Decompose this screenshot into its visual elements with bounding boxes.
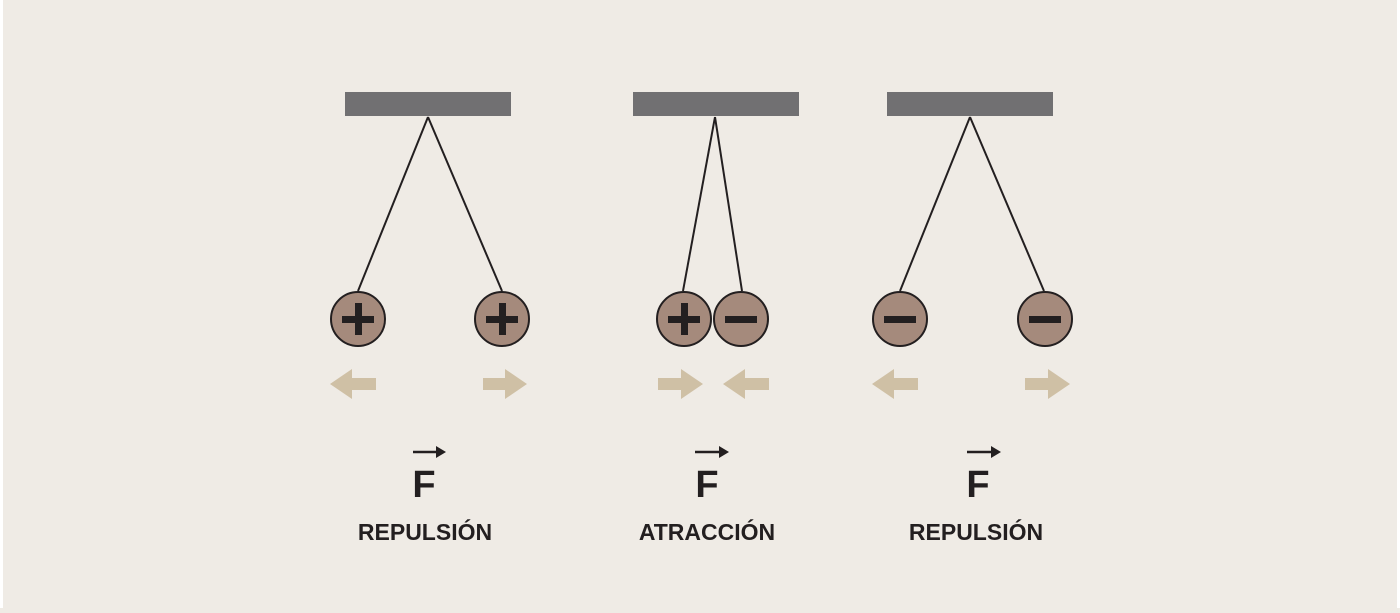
vector-arrow-icon: [719, 446, 729, 458]
panel-repulsion-positive: F REPULSIÓN: [330, 92, 530, 545]
arrow-right-icon: [483, 369, 527, 399]
force-letter: F: [695, 464, 718, 506]
vector-arrow-icon: [436, 446, 446, 458]
panel-label: REPULSIÓN: [358, 518, 492, 545]
thread-left: [682, 116, 716, 292]
force-symbol: F: [412, 446, 446, 506]
charged-sphere: [1017, 291, 1073, 347]
arrow-left-icon: [723, 369, 769, 399]
thread-left: [357, 116, 429, 292]
support-bar: [887, 92, 1053, 116]
panel-attraction: F ATRACCIÓN: [633, 92, 799, 545]
panel-repulsion-negative: F REPULSIÓN: [872, 92, 1073, 545]
charged-sphere: [474, 291, 530, 347]
minus-sign-icon: [1029, 316, 1061, 323]
panel-label: ATRACCIÓN: [639, 518, 775, 545]
charged-sphere: [713, 291, 769, 347]
arrow-left-icon: [330, 369, 376, 399]
thread-right: [969, 116, 1045, 292]
arrow-right-icon: [1025, 369, 1070, 399]
charged-sphere: [872, 291, 928, 347]
thread-right: [427, 116, 503, 292]
support-bar: [345, 92, 511, 116]
arrow-left-icon: [872, 369, 918, 399]
panel-label: REPULSIÓN: [909, 518, 1043, 545]
charged-sphere: [656, 291, 712, 347]
left-border: [0, 0, 3, 608]
force-symbol: F: [966, 446, 1001, 506]
vector-arrow-icon: [991, 446, 1001, 458]
minus-sign-icon: [725, 316, 757, 323]
charged-sphere: [330, 291, 386, 347]
minus-sign-icon: [884, 316, 916, 323]
force-letter: F: [966, 464, 989, 506]
arrow-right-icon: [658, 369, 703, 399]
thread-right: [714, 116, 743, 292]
right-border: [1397, 0, 1400, 608]
thread-left: [899, 116, 971, 292]
support-bar: [633, 92, 799, 116]
force-letter: F: [412, 464, 435, 506]
force-symbol: F: [695, 446, 729, 506]
